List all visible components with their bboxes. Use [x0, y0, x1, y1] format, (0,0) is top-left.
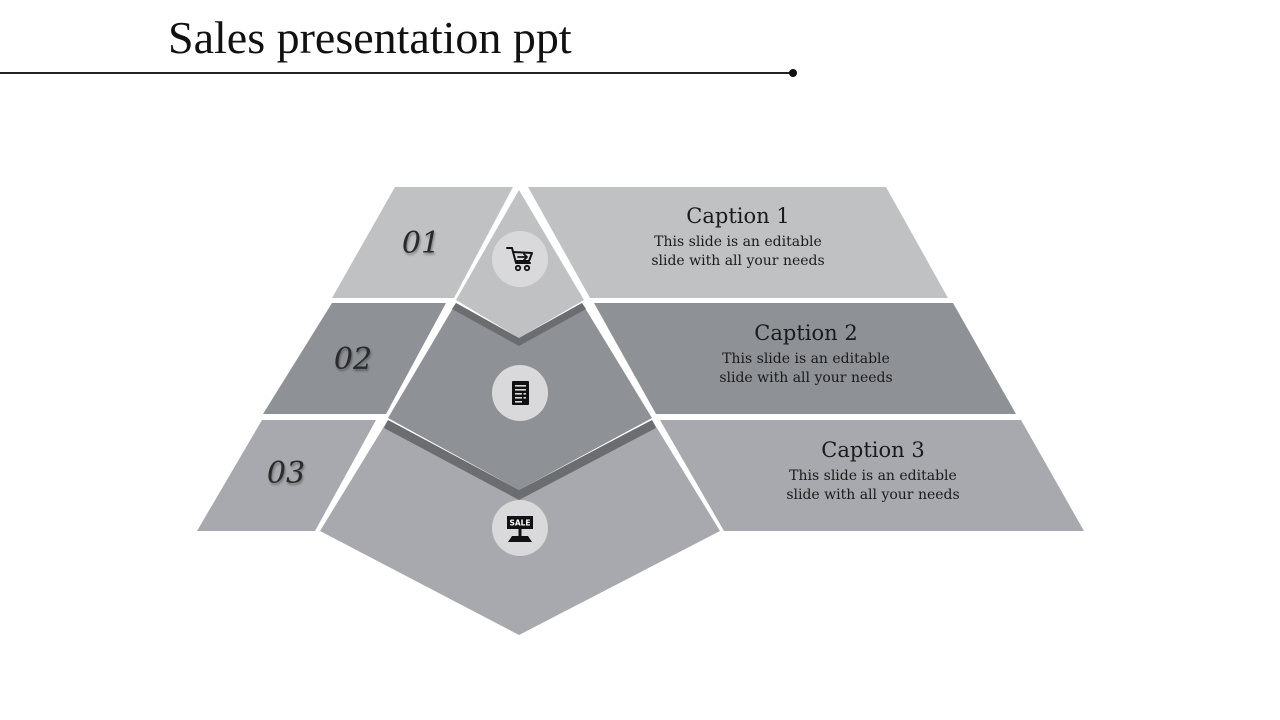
caption-block-2: Caption 2 This slide is an editable slid… [686, 319, 926, 388]
step-number-02: 02 [333, 342, 373, 377]
sale-label: SALE [509, 519, 530, 528]
caption-title: Caption 3 [821, 438, 925, 462]
title-underline [0, 72, 792, 74]
caption-text-line: This slide is an editable [789, 468, 957, 484]
slide-title: Sales presentation ppt [168, 12, 572, 63]
caption-text-line: slide with all your needs [786, 487, 960, 503]
icon-circle-3: SALE [492, 500, 548, 556]
sale-sign-icon: SALE [507, 516, 533, 542]
icon-circle-2 [492, 365, 548, 421]
caption-block-3: Caption 3 This slide is an editable slid… [753, 436, 993, 505]
step-number-01: 01 [401, 226, 441, 261]
row1-left-band [332, 187, 513, 298]
row3-left-band [197, 420, 376, 531]
title-underline-dot [789, 69, 797, 77]
caption-text-line: This slide is an editable [722, 351, 890, 367]
caption-title: Caption 2 [754, 321, 858, 345]
row2-right-band [594, 303, 1016, 414]
shopping-cart-icon [506, 247, 533, 272]
caption-block-1: Caption 1 This slide is an editable slid… [618, 202, 858, 271]
caption-text-line: slide with all your needs [719, 370, 893, 386]
document-icon [512, 381, 529, 405]
caption-text-line: This slide is an editable [654, 234, 822, 250]
step-number-03: 03 [266, 456, 306, 491]
row2-left-band [263, 303, 446, 414]
row1-right-band [528, 187, 948, 298]
caption-title: Caption 1 [686, 204, 790, 228]
caption-text-line: slide with all your needs [651, 253, 825, 269]
icon-circle-1 [492, 231, 548, 287]
row3-right-band [660, 420, 1084, 531]
